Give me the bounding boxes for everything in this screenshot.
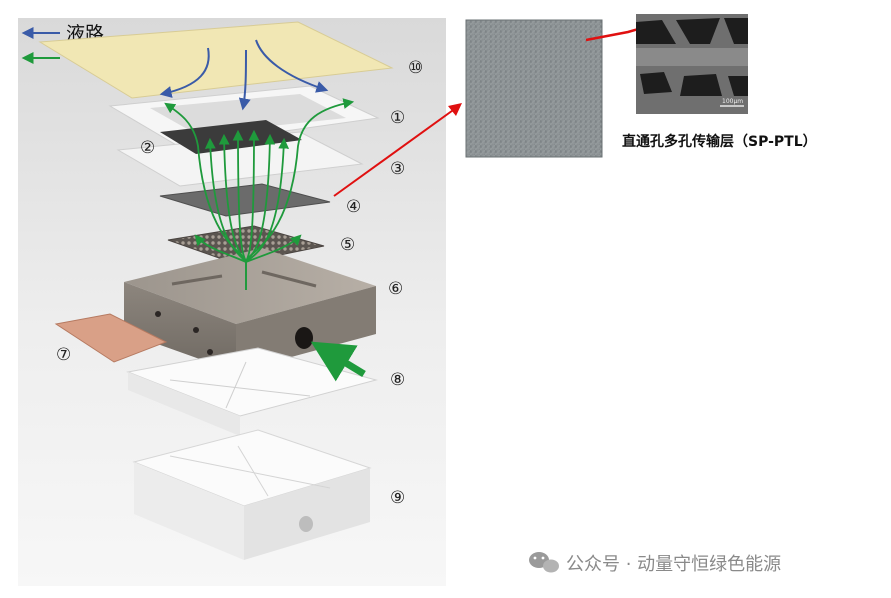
label-8: ⑧ [390,370,405,390]
label-7: ⑦ [56,345,71,365]
label-6: ⑥ [388,279,403,299]
gas-inlet-arrow [310,341,366,382]
watermark: 公众号 · 动量守恒绿色能源 [529,552,781,575]
label-1: ① [390,108,405,128]
end-block-port [299,516,313,532]
label-3: ③ [390,159,405,179]
gas-inlet-port [295,327,313,349]
layer-10-film [38,21,394,99]
label-4: ④ [346,197,361,217]
watermark-text: 公众号 · 动量守恒绿色能源 [566,554,781,575]
label-2: ② [140,138,155,158]
label-9: ⑨ [390,488,405,508]
liquid-flow-arrows [159,39,329,111]
ptl-sample-photo [465,19,603,158]
sem-micrograph: 100μm [636,14,748,114]
pointer-arrowhead [448,103,462,116]
gas-flow-arrows [164,98,355,290]
label-5: ⑤ [340,235,355,255]
sem-scale-bar-label: 100μm [722,98,743,105]
layer-7-copper-plate [54,313,168,363]
layer-6-flow-block [124,248,376,372]
pointer-line [333,107,457,197]
label-10: ⑩ [408,58,423,78]
layer-5-mesh [167,225,325,265]
layer-3-membrane [160,120,302,154]
wechat-icon [529,552,559,573]
layer-9-end-block [132,429,372,560]
layer-4-ptl [159,183,331,217]
component-labels: ⑩ ① ② ③ ④ ⑤ ⑥ ⑦ ⑧ ⑨ [56,58,423,508]
inset-caption: 直通孔多孔传输层（SP-PTL） [622,133,817,150]
